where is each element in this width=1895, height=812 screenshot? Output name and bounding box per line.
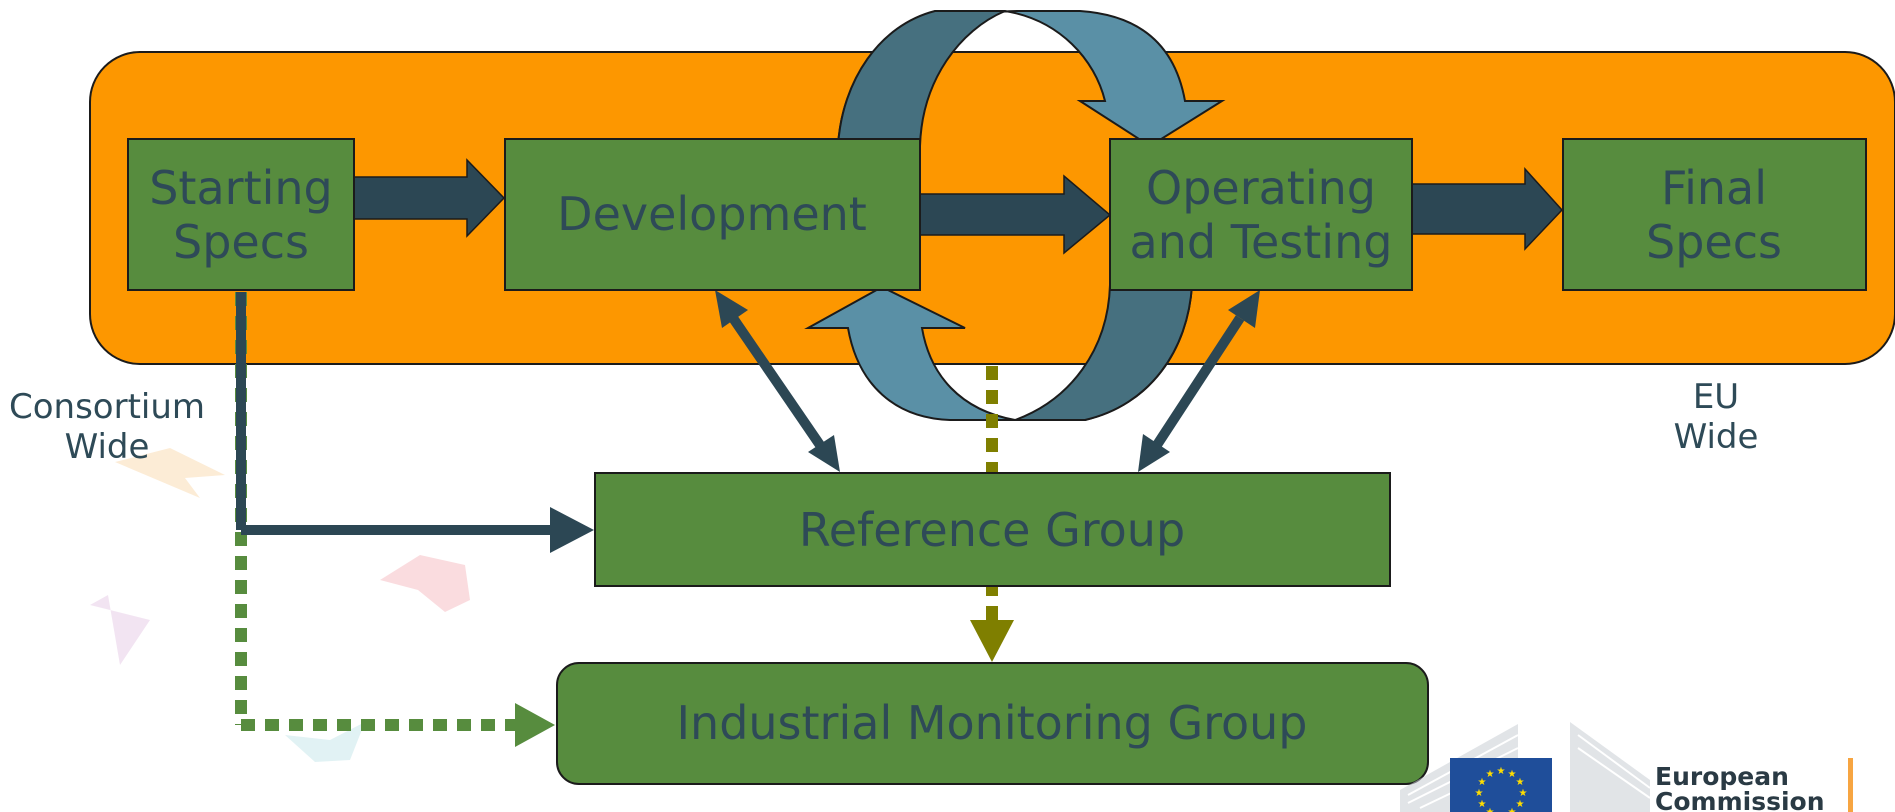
final-specs-line1: Final xyxy=(1661,161,1767,215)
svg-text:★: ★ xyxy=(1519,788,1528,799)
consortium-connector xyxy=(236,292,594,553)
operating-testing-line1: Operating xyxy=(1146,161,1376,215)
operating-testing-line2: and Testing xyxy=(1130,215,1393,269)
process-arrows xyxy=(353,158,1564,255)
dotted-arrowhead-olive xyxy=(970,620,1014,662)
logo-line2: Commission xyxy=(1655,787,1825,812)
svg-text:★: ★ xyxy=(1486,769,1495,780)
svg-text:★: ★ xyxy=(1508,807,1517,812)
reference-group-label: Reference Group xyxy=(799,503,1185,557)
starting-specs-line2: Specs xyxy=(173,215,309,269)
arrow-start-to-development xyxy=(353,158,506,238)
svg-text:★: ★ xyxy=(1486,807,1495,812)
box-final-specs: Final Specs xyxy=(1562,138,1867,291)
decorative-birds xyxy=(90,448,470,762)
industrial-monitoring-label: Industrial Monitoring Group xyxy=(676,696,1307,750)
dotted-arrowhead-industrial xyxy=(515,703,555,747)
svg-text:★: ★ xyxy=(1478,799,1487,810)
consortium-label-line2: Wide xyxy=(65,427,150,467)
double-arrow-development-reference xyxy=(715,290,840,472)
box-starting-specs: Starting Specs xyxy=(127,138,355,291)
eu-wide-label-line2: Wide xyxy=(1674,417,1759,457)
svg-text:★: ★ xyxy=(1475,788,1484,799)
arrow-operating-to-final xyxy=(1411,167,1564,251)
arrowhead-to-reference xyxy=(550,507,594,553)
svg-text:★: ★ xyxy=(1516,799,1525,810)
final-specs-line2: Specs xyxy=(1646,215,1782,269)
consortium-label-line1: Consortium xyxy=(9,387,205,427)
logo-line1: European xyxy=(1655,762,1789,791)
eu-wide-label-line1: EU xyxy=(1693,377,1739,417)
logo-accent-bar xyxy=(1848,758,1853,812)
svg-text:★: ★ xyxy=(1478,777,1487,788)
svg-text:★: ★ xyxy=(1497,766,1506,777)
svg-text:★: ★ xyxy=(1508,769,1517,780)
box-operating-testing: Operating and Testing xyxy=(1109,138,1413,291)
starting-specs-line1: Starting xyxy=(149,161,333,215)
cycle-arrows-icon xyxy=(804,9,1226,421)
double-arrow-operating-reference xyxy=(1138,290,1260,472)
box-development: Development xyxy=(504,138,921,291)
eu-flag-icon: ★ ★ ★ ★ ★ ★ ★ ★ ★ ★ ★ xyxy=(1450,758,1552,812)
svg-text:★: ★ xyxy=(1516,777,1525,788)
box-reference-group: Reference Group xyxy=(594,472,1391,587)
double-arrows xyxy=(715,290,1260,472)
arrow-development-to-operating xyxy=(917,174,1112,255)
european-commission-logo: ★ ★ ★ ★ ★ ★ ★ ★ ★ ★ ★ European Commissio… xyxy=(1400,722,1853,812)
development-label: Development xyxy=(557,187,867,241)
box-industrial-monitoring: Industrial Monitoring Group xyxy=(556,662,1429,785)
